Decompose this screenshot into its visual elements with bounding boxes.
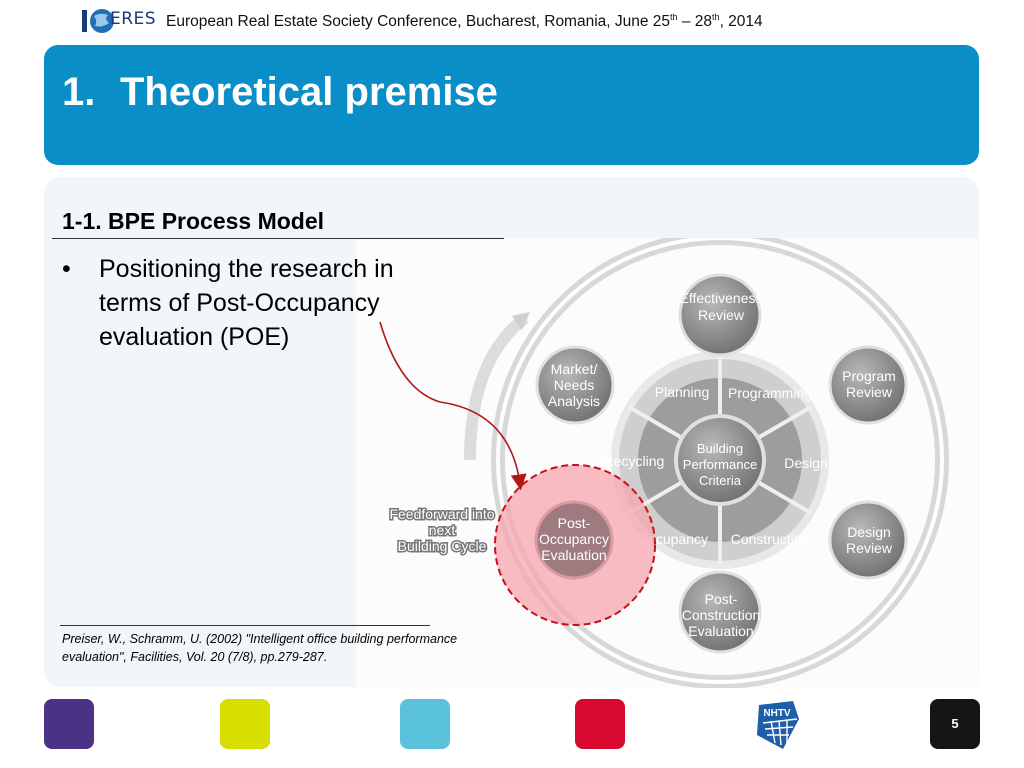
svg-text:Review: Review <box>846 384 893 400</box>
segment-construction: Construction <box>731 531 810 547</box>
center-label-3: Criteria <box>699 473 742 488</box>
svg-text:Analysis: Analysis <box>548 393 600 409</box>
bullet-item: • Positioning the research in terms of P… <box>62 252 452 354</box>
page-number: 5 <box>930 699 980 749</box>
reference-divider <box>60 625 430 626</box>
conference-header: European Real Estate Society Conference,… <box>166 12 763 31</box>
svg-text:Construction: Construction <box>682 607 761 623</box>
footer-cyan-square <box>400 699 450 749</box>
segment-planning: Planning <box>655 384 710 400</box>
svg-text:Needs: Needs <box>554 377 594 393</box>
cycle-arrow <box>464 313 529 461</box>
nhtv-logo: NHTV <box>757 701 799 749</box>
svg-text:Effectiveness: Effectiveness <box>679 290 762 306</box>
node-post-construction-evaluation: Post- Construction Evaluation <box>678 570 762 654</box>
svg-text:Market/: Market/ <box>551 361 598 377</box>
center-label-1: Building <box>697 441 743 456</box>
svg-text:Review: Review <box>846 540 893 556</box>
svg-text:Review: Review <box>698 307 745 323</box>
footer-yellow-square <box>220 699 270 749</box>
footer-red-square <box>575 699 625 749</box>
node-effectiveness-review: Effectiveness Review <box>678 273 763 357</box>
feedforward-label: Feedforward into next Building Cycle <box>388 505 496 556</box>
segment-programming: Programming <box>728 385 812 401</box>
svg-text:Design: Design <box>847 524 891 540</box>
center-node <box>674 414 766 506</box>
segment-design: Design <box>784 455 828 471</box>
bullet-marker: • <box>62 255 71 283</box>
section-heading: 1-1. BPE Process Model <box>62 208 325 234</box>
node-program-review: Program Review <box>828 345 908 425</box>
annotation-arrow <box>379 321 527 491</box>
node-design-review: Design Review <box>828 500 908 580</box>
node-post-occupancy-evaluation: Post- Occupancy Evaluation <box>534 500 614 580</box>
svg-text:NHTV: NHTV <box>763 708 791 719</box>
bullet-text: Positioning the research in terms of Pos… <box>99 255 394 351</box>
reference-citation: Preiser, W., Schramm, U. (2002) "Intelli… <box>62 632 458 664</box>
svg-text:Evaluation: Evaluation <box>688 623 753 639</box>
svg-text:Program: Program <box>842 368 896 384</box>
svg-text:Post-: Post- <box>705 591 738 607</box>
svg-text:Post-: Post- <box>558 515 591 531</box>
title-banner <box>44 45 979 165</box>
header-bar: ERES European Real Estate Society Confer… <box>0 0 1024 42</box>
svg-text:Feedforward into: Feedforward into <box>389 506 494 522</box>
svg-text:Building Cycle: Building Cycle <box>398 538 487 554</box>
svg-text:Evaluation: Evaluation <box>541 547 606 563</box>
slide-title: 1.Theoretical premise <box>62 70 498 114</box>
eres-globe-logo <box>82 9 114 33</box>
segment-recycling: Recycling <box>604 453 665 469</box>
footer-purple-square <box>44 699 94 749</box>
center-label-2: Performance <box>683 457 757 472</box>
eres-logo-text: ERES <box>110 9 157 29</box>
bpe-process-diagram: Building Performance Criteria Planning P… <box>379 238 949 688</box>
svg-text:next: next <box>429 522 456 538</box>
node-market-needs-analysis: Market/ Needs Analysis <box>535 345 615 425</box>
section-divider <box>52 238 504 239</box>
svg-text:Occupancy: Occupancy <box>539 531 609 547</box>
